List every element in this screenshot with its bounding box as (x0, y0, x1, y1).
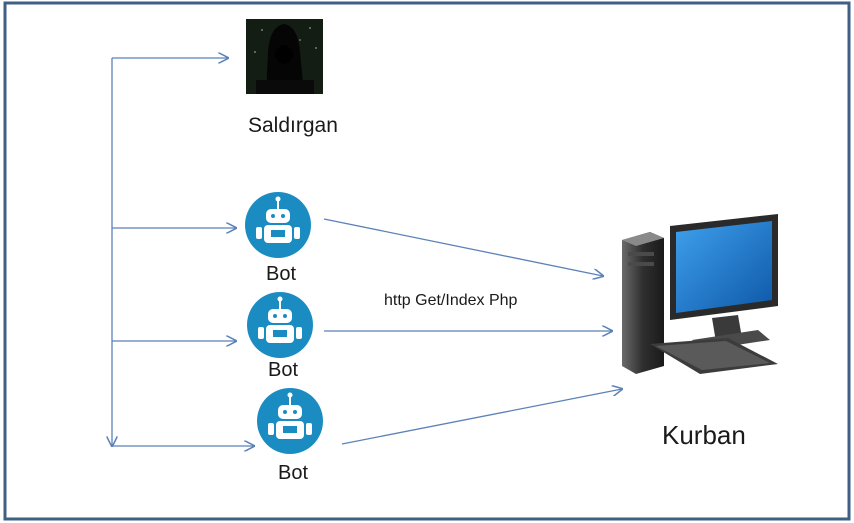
bot-label-3: Bot (278, 462, 309, 484)
robot-icon (245, 192, 311, 258)
attack-lines (323, 218, 622, 445)
command-lines (112, 58, 254, 446)
bot3-to-victim-arrow (341, 389, 622, 445)
hooded-hacker-icon (246, 19, 323, 94)
bot-label-2: Bot (268, 359, 299, 381)
victim-label: Kurban (662, 420, 746, 450)
desktop-computer-icon (622, 214, 778, 374)
robot-icon (257, 388, 323, 454)
robot-icon (247, 292, 313, 358)
bot1-to-victim-arrow (323, 218, 603, 276)
bot-label-1: Bot (266, 263, 297, 285)
request-label: http Get/Index Php (384, 292, 518, 309)
attacker-label: Saldırgan (248, 114, 338, 137)
